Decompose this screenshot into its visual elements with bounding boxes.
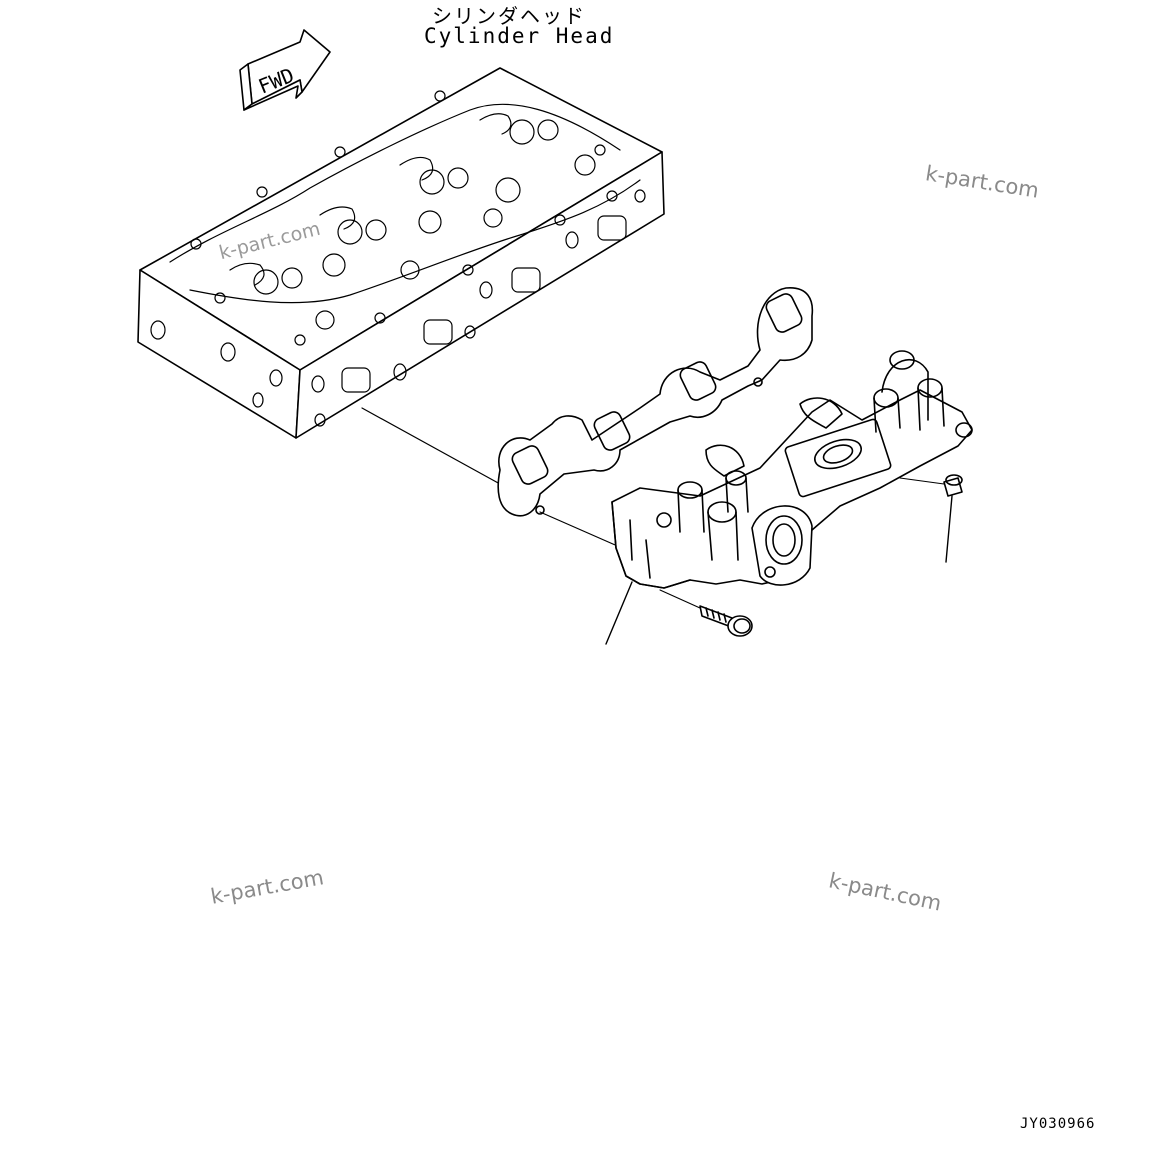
cylinder-head	[137, 67, 665, 439]
fwd-arrow-icon: FWD	[239, 29, 331, 111]
cylinder-head-label-en: Cylinder Head	[424, 24, 615, 48]
manifold-gasket	[497, 287, 814, 517]
manifold-stud	[899, 474, 963, 497]
exhaust-manifold	[611, 350, 973, 589]
cylinder-head-label-jp: シリンダヘッド	[432, 4, 586, 28]
drawing-code: JY030966	[1020, 1116, 1096, 1132]
manifold-bolt	[659, 589, 753, 637]
